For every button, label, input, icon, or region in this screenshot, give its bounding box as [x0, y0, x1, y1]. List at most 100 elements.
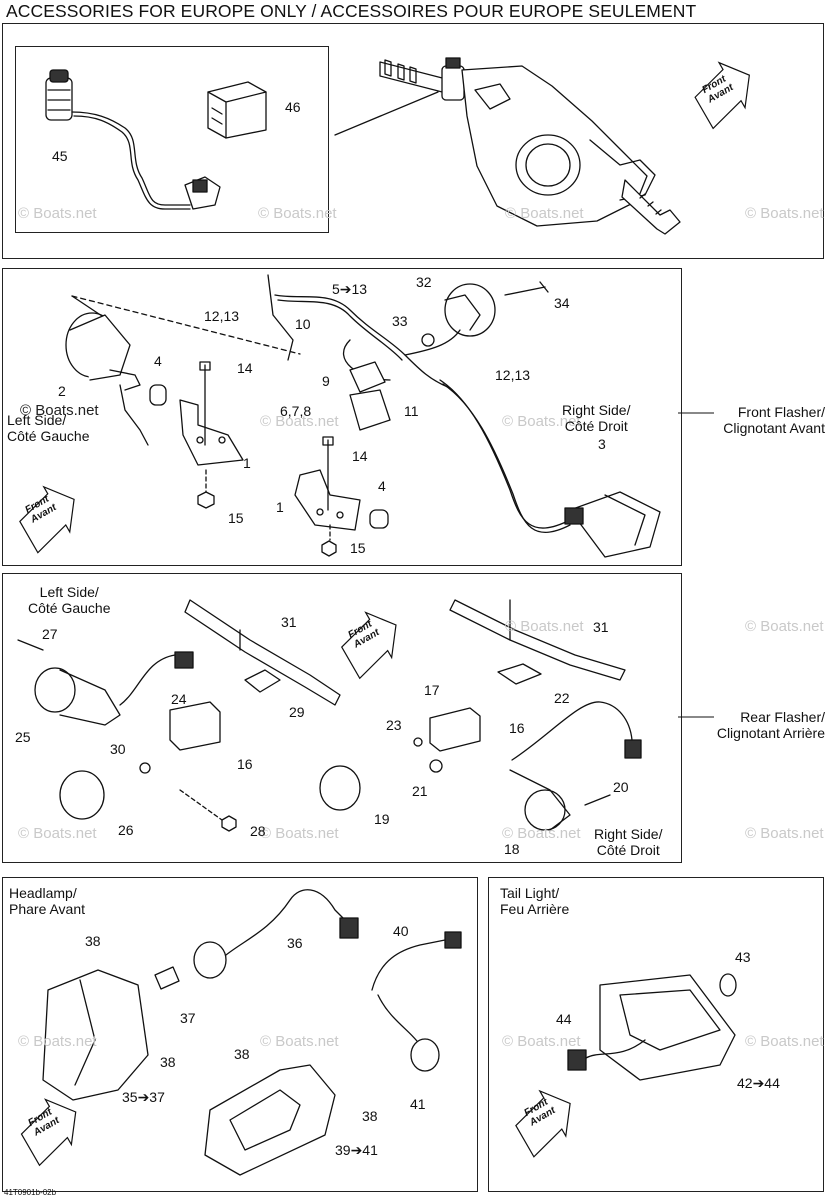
part-label: 39➔41 — [335, 1142, 378, 1158]
front-flasher-callout: Front Flasher/Clignotant Avant — [723, 404, 825, 436]
part-label: 42➔44 — [737, 1075, 780, 1091]
connector-44 — [567, 1039, 646, 1071]
panel-front-flasher — [2, 268, 682, 566]
bracket-31-left — [184, 599, 341, 706]
watermark: © Boats.net — [20, 402, 99, 419]
part-label: 44 — [556, 1011, 572, 1027]
part-label: 38 — [362, 1108, 378, 1124]
part-label: 38 — [234, 1046, 250, 1062]
connector-6-7-8 — [349, 389, 391, 431]
part-label: 25 — [15, 729, 31, 745]
lamp-3 — [564, 491, 661, 558]
watermark: © Boats.net — [745, 205, 824, 222]
drawing-code: 41T0901b-02b — [4, 1188, 57, 1197]
washer-23 — [413, 737, 423, 747]
grommet-4-left — [149, 384, 167, 406]
watermark: © Boats.net — [745, 1033, 824, 1050]
watermark: © Boats.net — [260, 825, 339, 842]
lamp-25 — [34, 651, 194, 726]
part-label: 33 — [392, 313, 408, 329]
lamp-2 — [65, 295, 149, 446]
watermark: © Boats.net — [260, 413, 339, 430]
left-side-label: Left Side/Côté Gauche — [28, 584, 111, 616]
page-title: ACCESSORIES FOR EUROPE ONLY / ACCESSOIRE… — [6, 1, 697, 21]
watermark: © Boats.net — [502, 1033, 581, 1050]
nut-33 — [421, 333, 435, 347]
part-label: 14 — [352, 448, 368, 464]
grommet-22 — [497, 663, 542, 685]
watermark: © Boats.net — [505, 205, 584, 222]
tail-light-heading: Tail Light/Feu Arrière — [500, 885, 570, 917]
handlebar-assembly — [379, 57, 681, 235]
part-label: 45 — [52, 148, 68, 164]
nut-21 — [429, 759, 443, 773]
part-label: 46 — [285, 99, 301, 115]
part-label: 10 — [295, 316, 311, 332]
part-label: 38 — [160, 1054, 176, 1070]
front-arrow-icon — [19, 61, 751, 1167]
part-label: 26 — [118, 822, 134, 838]
part-label: 21 — [412, 783, 428, 799]
part-label: 35➔37 — [122, 1089, 165, 1105]
watermark: © Boats.net — [18, 205, 97, 222]
watermark: © Boats.net — [18, 825, 97, 842]
wire-40 — [371, 931, 462, 1046]
grommet-4-right — [369, 509, 389, 529]
nut-15-right — [321, 540, 337, 557]
panel-accessory-switch — [2, 23, 824, 259]
panel-headlamp — [2, 877, 478, 1192]
watermark: © Boats.net — [745, 618, 824, 635]
bracket-31-right — [449, 599, 626, 681]
part-label: 32 — [416, 274, 432, 290]
part-label: 40 — [393, 923, 409, 939]
wire-harness-10 — [267, 274, 451, 389]
part-label: 5➔13 — [332, 281, 368, 297]
bolt-27 — [17, 639, 44, 651]
part-label: 11 — [404, 403, 419, 419]
lamp-18 — [509, 769, 571, 831]
part-label: 36 — [287, 935, 303, 951]
bolt-14-left — [199, 361, 211, 446]
part-label: 15 — [350, 540, 366, 556]
part-label: 31 — [281, 614, 297, 630]
watermark: © Boats.net — [502, 413, 581, 430]
nut-28 — [221, 815, 237, 832]
part-label: 4 — [154, 353, 162, 369]
socket-36 — [193, 889, 359, 979]
socket-41 — [410, 1038, 440, 1072]
watermark: © Boats.net — [745, 825, 824, 842]
part-label: 9 — [322, 373, 330, 389]
part-label: 28 — [250, 823, 266, 839]
watermark: © Boats.net — [258, 205, 337, 222]
part-label: 43 — [735, 949, 751, 965]
bracket-1-left — [179, 399, 244, 466]
part-label: 17 — [424, 682, 440, 698]
part-label: 4 — [378, 478, 386, 494]
part-label: 2 — [58, 383, 66, 399]
part-label: 34 — [554, 295, 570, 311]
part-label: 41 — [410, 1096, 426, 1112]
bolt-20 — [584, 794, 611, 806]
watermark: © Boats.net — [502, 825, 581, 842]
panel-tail-light — [488, 877, 824, 1192]
part-label: 6,7,8 — [280, 403, 312, 419]
part-label: 18 — [504, 841, 520, 857]
right-side-label: Right Side/Côté Droit — [594, 826, 663, 858]
connector-9 — [349, 361, 386, 393]
panel-rear-flasher — [2, 573, 682, 863]
bracket-24 — [169, 701, 221, 751]
relay-46 — [207, 81, 267, 139]
part-label: 37 — [180, 1010, 196, 1026]
bracket-17 — [429, 707, 481, 752]
part-label: 12,13 — [495, 367, 531, 383]
part-label: 1 — [276, 499, 284, 515]
nut-15-left — [197, 491, 215, 509]
lens-26 — [59, 770, 105, 820]
part-label: 23 — [386, 717, 402, 733]
tail-light-42 — [599, 974, 736, 1081]
bulb-37 — [154, 966, 180, 990]
panel-inner-switch-detail — [15, 46, 329, 233]
part-label: 29 — [289, 704, 305, 720]
part-label: 31 — [593, 619, 609, 635]
